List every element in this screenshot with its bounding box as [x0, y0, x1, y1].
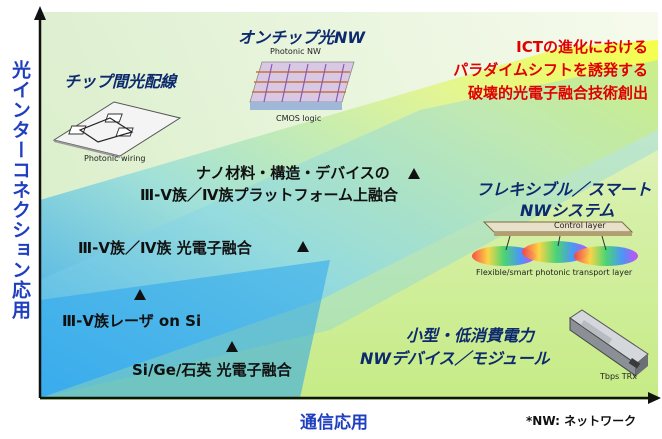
- triangle-marker-iii-v-iv: [297, 241, 309, 252]
- category-onchip-nw: オンチップ光NW: [238, 28, 366, 47]
- category-flexible-nw-line2: NWシステム: [520, 201, 615, 220]
- category-low-power-line1: 小型・低消費電力: [406, 326, 535, 345]
- label-transport-layer: Flexible/smart photonic transport layer: [476, 268, 633, 277]
- tech-si-ge: Si/Ge/石英 光電子融合: [132, 361, 292, 379]
- flexible-nw-illustration: [472, 221, 638, 266]
- y-axis-label: 光インターコネクション応用: [9, 60, 31, 320]
- tech-laser-on-si: Ⅲ-Ⅴ族レーザ on Si: [62, 312, 202, 330]
- triangle-marker-si-ge: [226, 341, 238, 352]
- category-low-power-line2: NWデバイス／モジュール: [360, 349, 550, 368]
- photonic-wiring-illustration: [52, 101, 182, 158]
- highlight-line-3: 破壊的光電子融合技術創出: [467, 84, 648, 102]
- footnote: *NW: ネットワーク: [526, 414, 637, 428]
- triangle-marker-laser: [134, 289, 146, 300]
- highlight-line-2: パラダイムシフトを誘発する: [453, 61, 648, 79]
- tech-iii-v-iv: Ⅲ-Ⅴ族／Ⅳ族 光電子融合: [78, 239, 252, 257]
- highlight-line-1: ICTの進化における: [516, 38, 648, 56]
- category-chip-wiring: チップ間光配線: [64, 72, 177, 91]
- tech-nano-line1: ナノ材料・構造・デバイスの: [196, 164, 390, 182]
- label-cmos-logic: CMOS logic: [276, 114, 322, 123]
- highlight-text: ICTの進化における パラダイムシフトを誘発する 破壊的光電子融合技術創出: [390, 36, 648, 105]
- onchip-nw-illustration: [249, 61, 355, 110]
- category-flexible-nw-line1: フレキシブル／スマート: [476, 180, 652, 199]
- x-axis-label: 通信応用: [300, 413, 368, 433]
- label-photonic-nw: Photonic NW: [270, 47, 321, 56]
- tech-nano-line2: Ⅲ-Ⅴ族／Ⅳ族プラットフォーム上融合: [140, 186, 399, 204]
- label-trx: Tbps TRx: [600, 372, 637, 381]
- label-photonic-wiring: Photonic wiring: [84, 154, 146, 163]
- label-control-layer: Control layer: [554, 221, 606, 230]
- triangle-marker-nano: [408, 168, 420, 179]
- trx-module-illustration: [569, 309, 649, 377]
